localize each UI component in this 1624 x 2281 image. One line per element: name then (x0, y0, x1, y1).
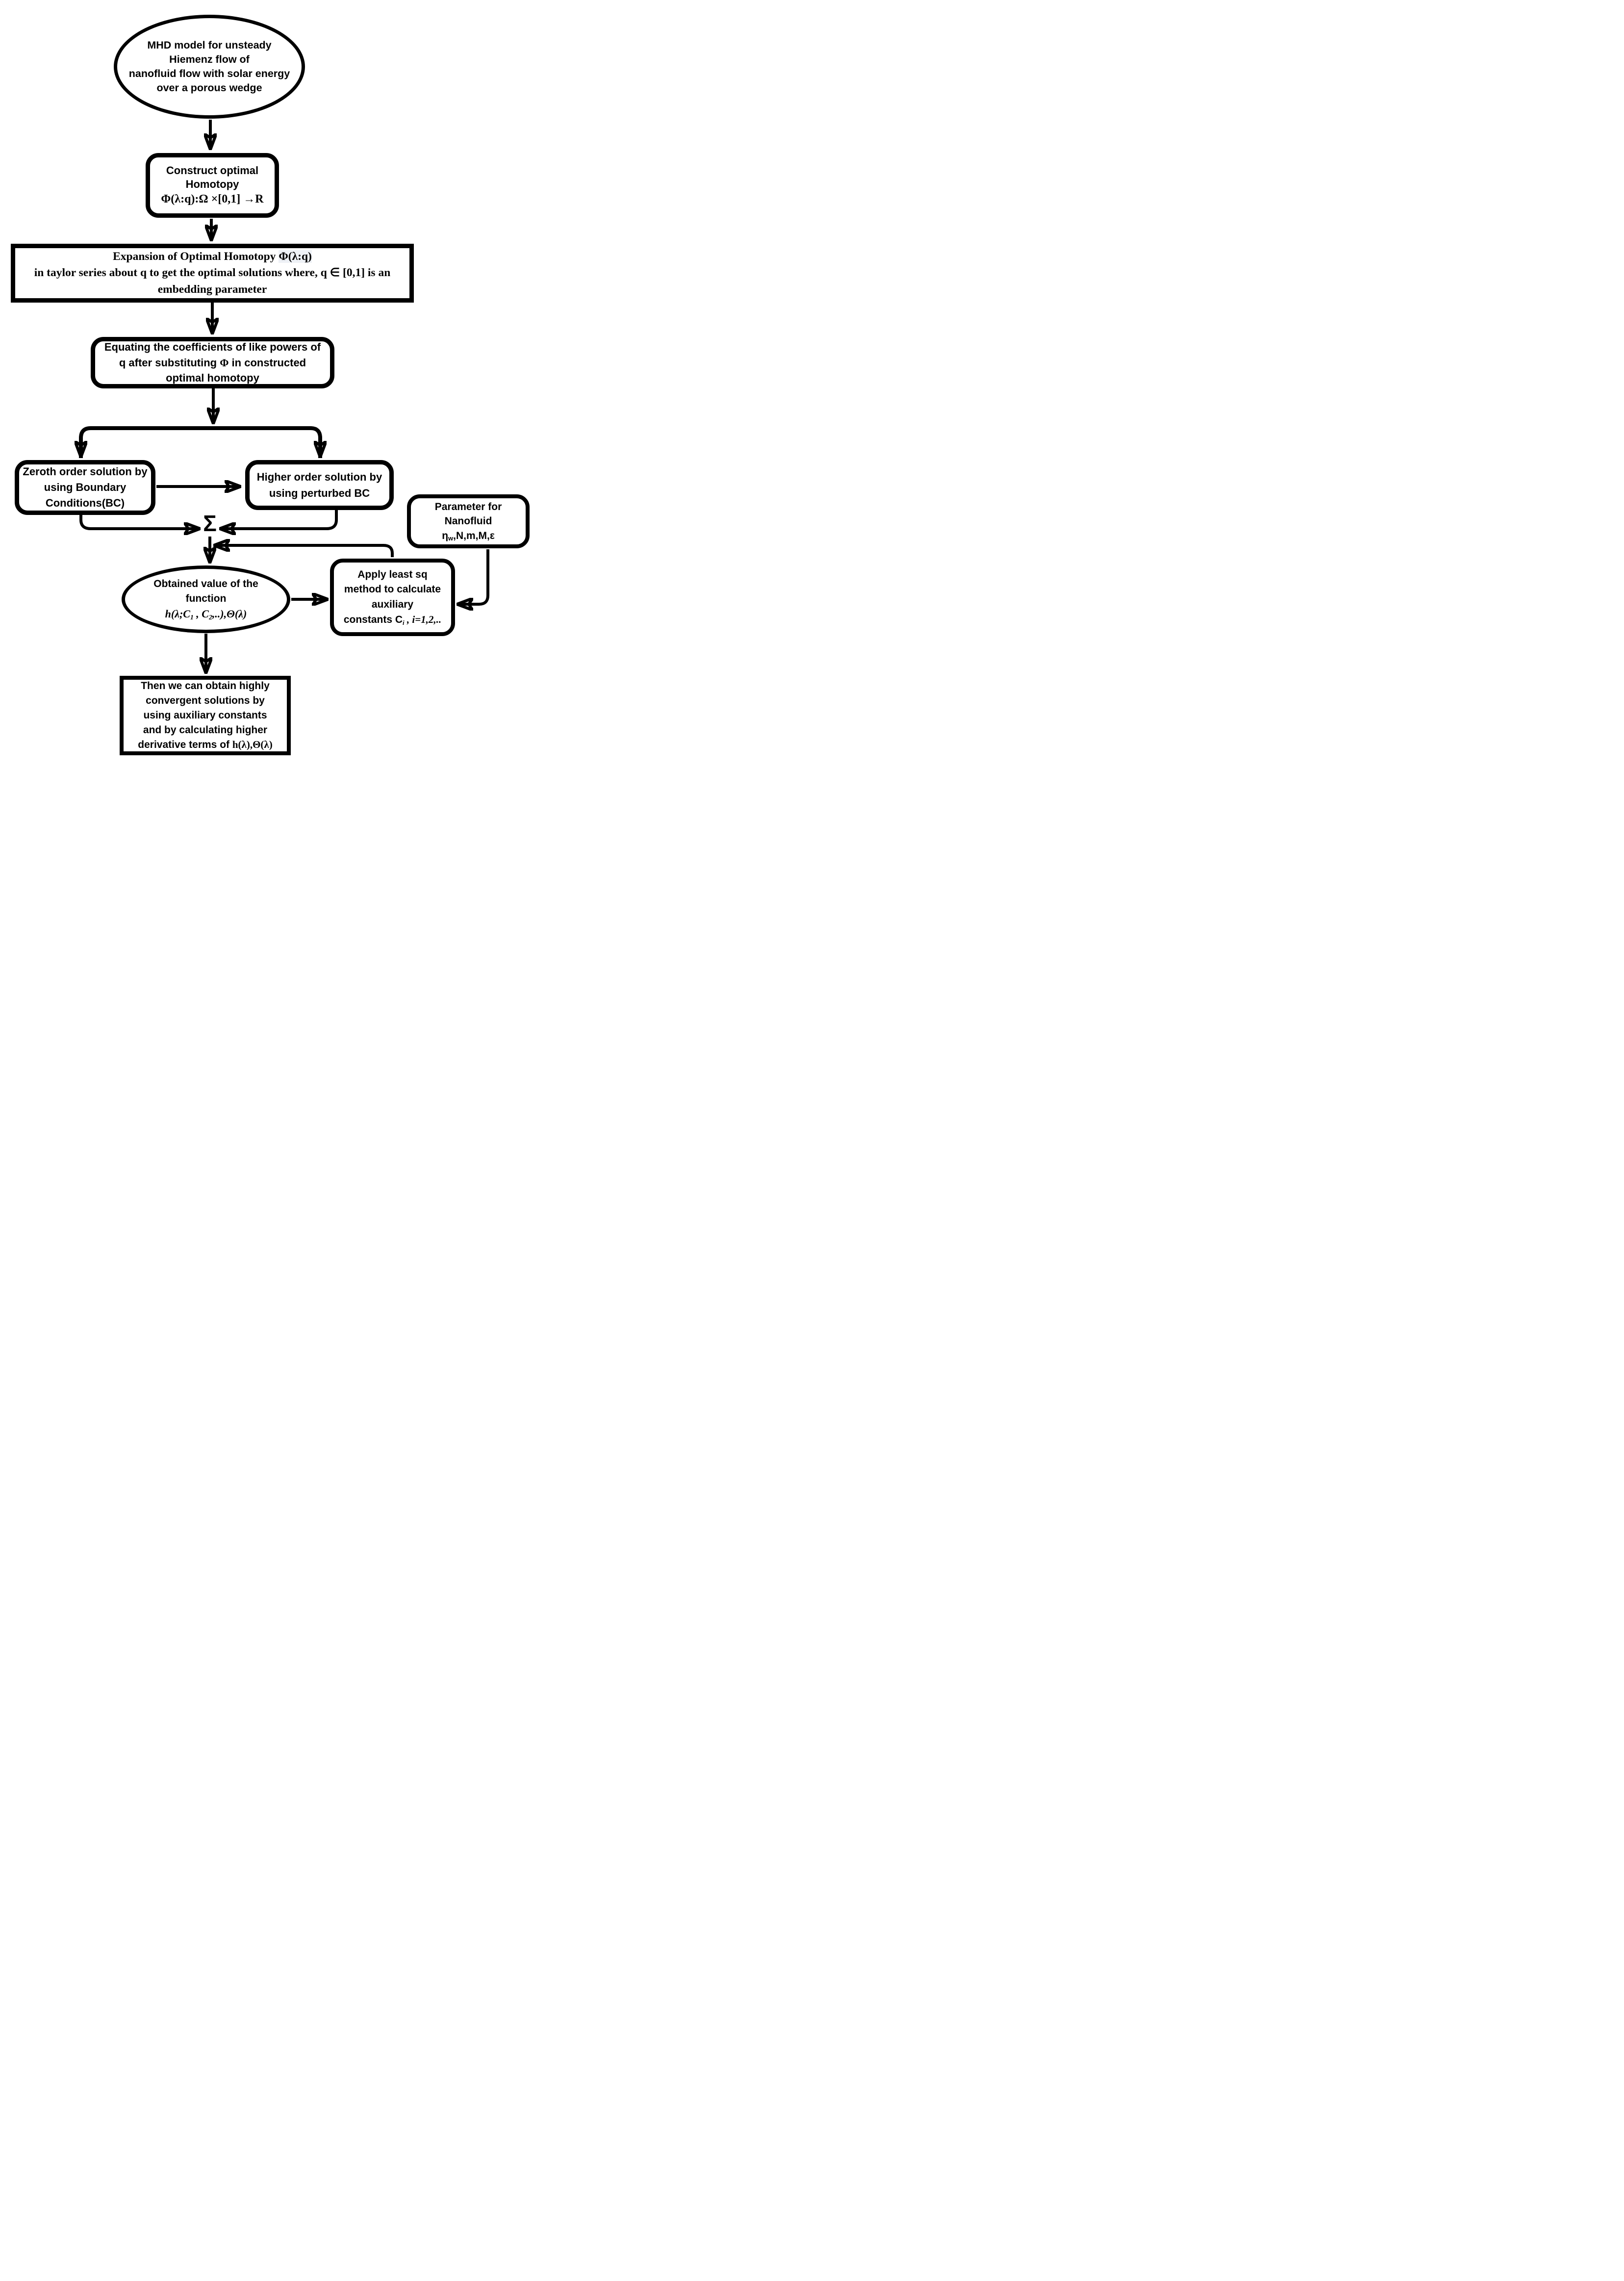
obtained-formula: h(λ;C1 , C2,..),Θ(λ) (165, 606, 247, 622)
equating-line1: Equating the coefficients of like powers… (104, 340, 321, 353)
expansion-line1: Expansion of Optimal Homotopy Φ(λ:q) (113, 249, 312, 265)
zeroth-line: Conditions(BC) (45, 496, 125, 509)
arrow-higher-to-sigma (221, 510, 338, 529)
obtained-formula-part: , C (193, 608, 209, 620)
apply-least-squares-box: Apply least sq method to calculate auxil… (330, 559, 455, 636)
equating-box: Equating the coefficients of like powers… (91, 337, 334, 388)
arrow-zeroth-to-sigma (79, 515, 199, 529)
construct-line: Construct optimal (166, 164, 259, 177)
flowchart-canvas: MHD model for unsteady Hiemenz flow of n… (0, 0, 541, 760)
parameter-line: Parameter for (434, 501, 502, 513)
final-conclusion-box: Then we can obtain highly convergent sol… (120, 676, 291, 755)
phi-symbol: Φ (220, 356, 229, 369)
expansion-line1-text: Expansion of Optimal Homotopy (113, 250, 279, 263)
equating-line3: optimal homotopy (166, 372, 259, 384)
apply-line: Apply least sq (357, 568, 428, 580)
final-line: and by calculating higher (143, 724, 268, 736)
expansion-line3: embedding parameter (157, 282, 267, 296)
obtained-formula-sub: 1 (190, 614, 194, 621)
apply-line: method to calculate (344, 584, 441, 595)
obtained-formula-part: h(λ;C (165, 608, 190, 620)
final-line: using auxiliary constants (143, 710, 267, 721)
obtained-formula-part: ,..),Θ(λ) (212, 608, 247, 620)
start-line: MHD model for unsteady (147, 39, 272, 51)
start-line: Hiemenz flow of (169, 53, 250, 65)
construct-formula: Φ(λ:q):Ω ×[0,1] →R (161, 193, 264, 205)
final-line: Then we can obtain highly (141, 680, 270, 692)
final-line-text: derivative terms of (138, 739, 232, 750)
parameter-formula: ηw,N,m,M,ε (442, 529, 495, 543)
zeroth-order-box: Zeroth order solution by using Boundary … (15, 460, 155, 515)
equating-line2-text: q after substituting (119, 356, 220, 369)
obtained-line: function (185, 593, 227, 605)
apply-formula-text: constants C (343, 614, 403, 625)
obtained-function-ellipse: Obtained value of the function h(λ;C1 , … (122, 565, 290, 633)
start-line: over a porous wedge (156, 82, 262, 94)
higher-line: Higher order solution by (256, 471, 382, 483)
apply-formula-sub: i (403, 618, 405, 626)
obtained-line: Obtained value of the (153, 578, 258, 589)
eta-symbol: η (442, 530, 449, 541)
expansion-line2: in taylor series about q to get the opti… (34, 266, 391, 280)
arrow-parameter-to-apply (458, 549, 489, 604)
equating-line2: q after substituting Φ in constructed (119, 355, 306, 371)
parameter-list: ,N,m,M,ε (453, 530, 495, 541)
construct-homotopy-box: Construct optimal Homotopy Φ(λ:q):Ω ×[0,… (146, 153, 279, 218)
sigma-junction: Σ (203, 511, 217, 536)
final-line: convergent solutions by (146, 695, 265, 707)
expansion-line1-formula: Φ(λ:q) (279, 250, 312, 263)
equating-line2-text2: in constructed (228, 356, 306, 369)
apply-line: auxiliary (371, 598, 414, 610)
eta-subscript: w (448, 535, 454, 542)
construct-line: Homotopy (185, 178, 239, 191)
obtained-formula-sub: 2 (208, 614, 212, 621)
apply-formula-tail: , i=1,2,.. (404, 613, 442, 625)
arrow-apply-feedback (215, 545, 394, 557)
nanofluid-parameters-box: Parameter for Nanofluid ηw,N,m,M,ε (407, 494, 530, 548)
apply-formula-line: constants Ci , i=1,2,.. (344, 612, 441, 627)
higher-order-box: Higher order solution by using perturbed… (245, 460, 394, 510)
expansion-box: Expansion of Optimal Homotopy Φ(λ:q) in … (11, 244, 414, 303)
higher-line: using perturbed BC (269, 487, 370, 499)
final-formula: h(λ),Θ(λ) (232, 738, 273, 750)
start-line: nanofluid flow with solar energy (128, 68, 290, 79)
final-formula-line: derivative terms of h(λ),Θ(λ) (138, 738, 272, 752)
zeroth-line: using Boundary (44, 481, 127, 494)
start-ellipse: MHD model for unsteady Hiemenz flow of n… (114, 15, 305, 119)
zeroth-line: Zeroth order solution by (23, 465, 148, 478)
split-bar (79, 426, 322, 458)
parameter-line: Nanofluid (444, 515, 492, 527)
